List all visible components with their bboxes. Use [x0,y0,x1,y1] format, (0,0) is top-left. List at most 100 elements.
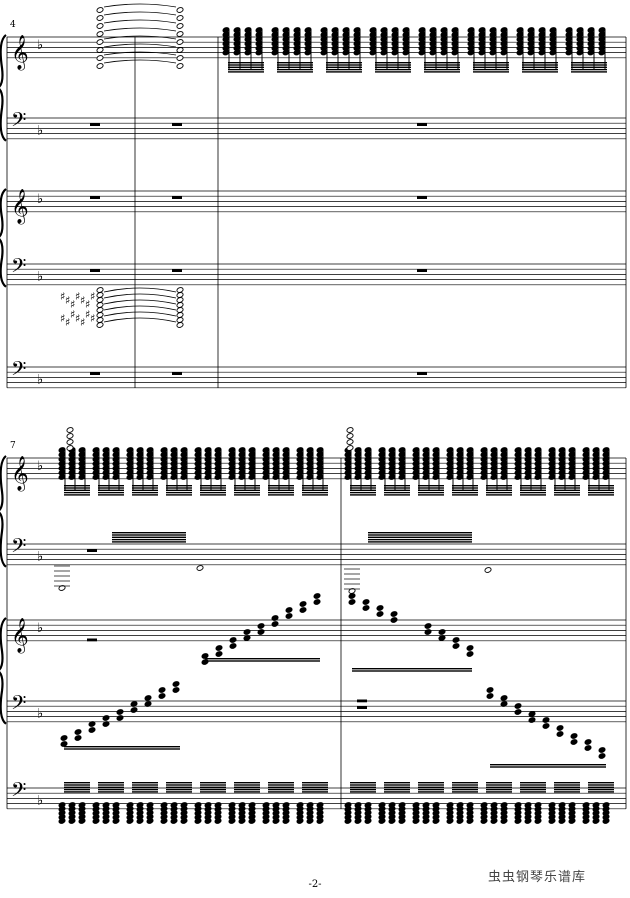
cluster-notehead [316,818,324,824]
beam [522,64,558,66]
notehead [424,629,432,635]
notes: ♯♯♯♯♯♯♯♯♯♯♯♯♯♯ [54,3,614,824]
flat-icon: ♭ [37,621,43,636]
beam [486,791,512,793]
beam [571,71,607,73]
cluster-notehead [466,818,474,824]
chord-notehead [66,427,74,433]
brace-icon [0,617,7,725]
whole-rest-icon [417,372,427,375]
beam [520,786,546,788]
beam [473,64,509,66]
treble-clef-icon: 𝄞 [11,456,29,492]
beam [132,487,158,489]
cluster-notehead [558,818,566,824]
notehead [299,601,307,607]
beam [384,491,410,494]
cluster-notehead [282,818,290,824]
chord-notehead [176,55,184,61]
beam [452,786,478,788]
beam [520,788,546,791]
beam [302,487,328,489]
beam [352,670,472,672]
flat-icon: ♭ [37,124,43,139]
beam [520,485,546,487]
cluster-notehead [490,818,498,824]
bass-clef-icon: 𝄢 [11,534,26,562]
tie [103,51,177,56]
bass-clef-icon: 𝄢 [11,691,26,719]
chord-notehead [96,39,104,45]
sharp-icon: ♯ [80,316,85,329]
cluster-notehead [296,818,304,824]
notehead [486,693,494,699]
beam [588,782,614,784]
cluster-notehead [422,818,430,824]
beam [486,784,512,786]
beam [588,489,614,491]
beam [424,66,460,68]
beam [112,541,186,543]
notehead [438,635,446,641]
notehead [215,645,223,651]
notehead [88,727,96,733]
notehead [116,709,124,715]
chord-notehead [96,322,104,328]
flat-icon: ♭ [37,373,43,388]
sharp-icon: ♯ [65,294,70,307]
bass-clef-icon: 𝄢 [11,778,26,806]
beam [98,494,124,496]
beam [302,489,328,491]
tie [103,19,177,24]
notehead [376,605,384,611]
cluster-notehead [306,818,314,824]
notehead [285,613,293,619]
beam [452,491,478,494]
beam [132,494,158,496]
beam [350,786,376,788]
brace-icon [0,455,7,568]
chord-notehead [176,31,184,37]
notehead [438,629,446,635]
beam [268,485,294,487]
chord-notehead [96,47,104,53]
cluster-notehead [582,818,590,824]
cluster-notehead [78,818,86,824]
beam [418,491,444,494]
beam [375,68,411,71]
half-rest-icon [87,638,97,642]
piano-braces [0,34,7,725]
sharp-icon: ♯ [70,308,75,321]
notehead [243,629,251,635]
chord-notehead [176,15,184,21]
tie [103,311,177,317]
whole-rest-icon [172,123,182,126]
beam [166,784,192,786]
beam [368,538,472,541]
notehead [500,695,508,701]
beam [424,64,460,66]
beam [132,485,158,487]
beam [452,784,478,786]
beam [166,791,192,793]
notehead [528,717,536,723]
beam [326,71,362,73]
beam [384,786,410,788]
beam [234,494,260,496]
beam [375,62,411,64]
cluster-notehead [194,818,202,824]
beam [132,788,158,791]
beam [384,494,410,496]
tie [103,287,177,293]
whole-rest-icon [417,123,427,126]
beam [418,791,444,793]
beam [486,489,512,491]
tie [103,3,177,8]
beam [350,491,376,494]
cluster-notehead [238,818,246,824]
tie [103,35,177,40]
beam [166,487,192,489]
notehead [584,739,592,745]
beam [375,66,411,68]
beam [588,786,614,788]
